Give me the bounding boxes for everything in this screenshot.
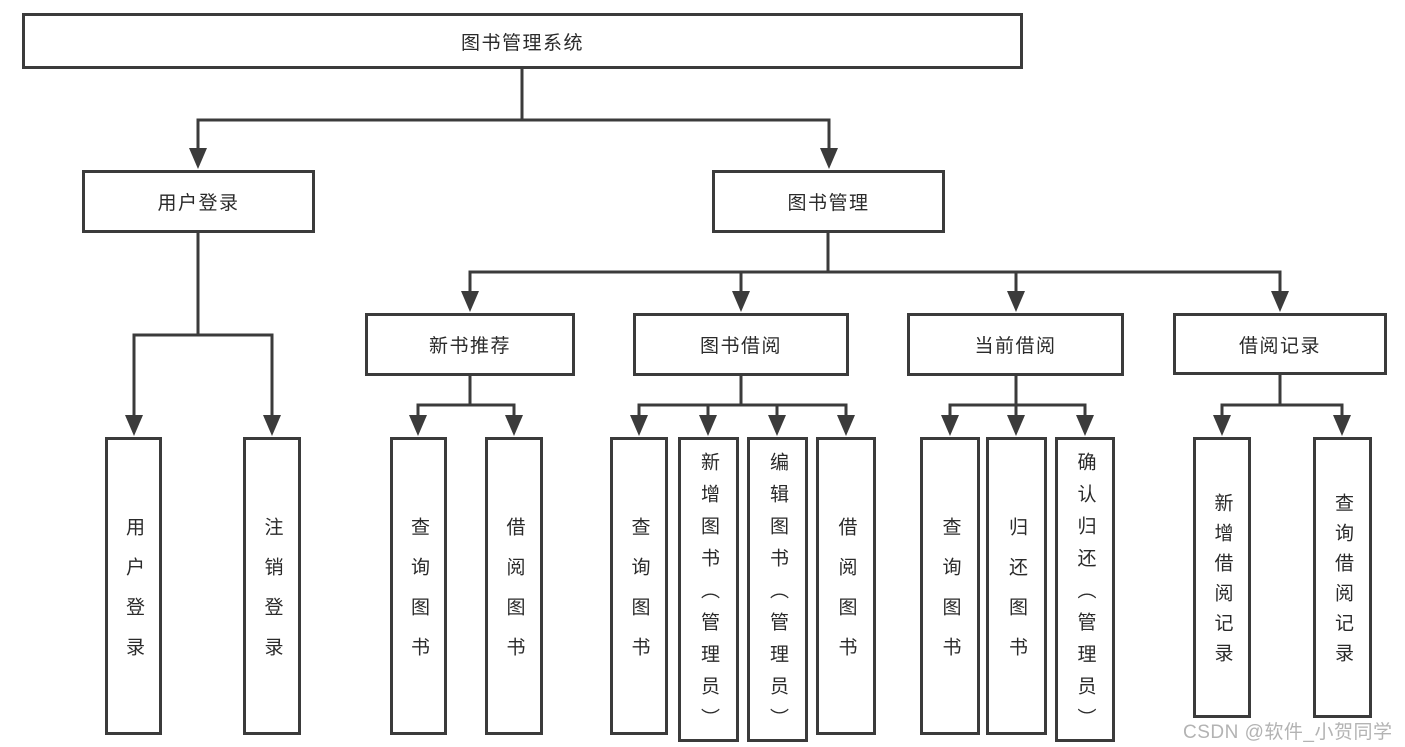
node-label: 图书管理系统 xyxy=(460,32,584,54)
node-label: 查询图书 xyxy=(939,516,961,677)
node-new-book-recommend: 新书推荐 xyxy=(365,313,575,376)
node-label: 新增借阅记录 xyxy=(1211,493,1233,673)
node-label: 确认归还（管理员） xyxy=(1074,452,1096,740)
watermark: CSDN @软件_小贺同学 xyxy=(1183,722,1393,743)
node-label: 图书管理 xyxy=(787,193,870,214)
node-label: 借阅记录 xyxy=(1238,335,1321,357)
node-label: 用户登录 xyxy=(123,516,144,677)
leaf-logout: 注销登录 xyxy=(243,437,301,735)
node-label: 归还图书 xyxy=(1006,516,1027,677)
node-label: 编辑图书（管理员） xyxy=(767,452,788,740)
leaf-recommend-query-books: 查询图书 xyxy=(390,437,447,735)
node-current-borrow: 当前借阅 xyxy=(907,313,1124,376)
arrowheads xyxy=(125,148,1351,436)
node-label: 查询借阅记录 xyxy=(1332,493,1353,673)
node-label: 借阅图书 xyxy=(835,516,857,677)
leaf-borrow-add-books-admin: 新增图书（管理员） xyxy=(678,437,739,742)
node-book-management: 图书管理 xyxy=(712,170,945,233)
node-user-login: 用户登录 xyxy=(82,170,315,233)
node-label: 当前借阅 xyxy=(974,336,1057,357)
leaf-user-login: 用户登录 xyxy=(105,437,162,735)
node-label: 新书推荐 xyxy=(428,336,511,357)
node-label: 用户登录 xyxy=(157,193,240,214)
leaf-borrow-edit-books-admin: 编辑图书（管理员） xyxy=(747,437,808,742)
node-library-management-system: 图书管理系统 xyxy=(22,13,1023,69)
leaf-recommend-borrow-books: 借阅图书 xyxy=(485,437,543,735)
leaf-current-query-books: 查询图书 xyxy=(920,437,980,735)
node-label: 新增图书（管理员） xyxy=(698,452,719,740)
leaf-borrow-borrow-books: 借阅图书 xyxy=(816,437,876,735)
leaf-records-query-record: 查询借阅记录 xyxy=(1313,437,1372,718)
node-label: 借阅图书 xyxy=(503,516,525,677)
leaf-borrow-query-books: 查询图书 xyxy=(610,437,668,735)
node-label: 图书借阅 xyxy=(699,336,782,357)
node-label: 查询图书 xyxy=(628,516,650,677)
leaf-records-add-record: 新增借阅记录 xyxy=(1193,437,1251,718)
leaf-current-return-books: 归还图书 xyxy=(986,437,1047,735)
leaf-current-confirm-return-admin: 确认归还（管理员） xyxy=(1055,437,1115,742)
node-label: 查询图书 xyxy=(408,516,429,677)
node-label: 注销登录 xyxy=(261,516,283,677)
node-book-borrow: 图书借阅 xyxy=(633,313,849,376)
node-borrow-records: 借阅记录 xyxy=(1173,313,1387,375)
